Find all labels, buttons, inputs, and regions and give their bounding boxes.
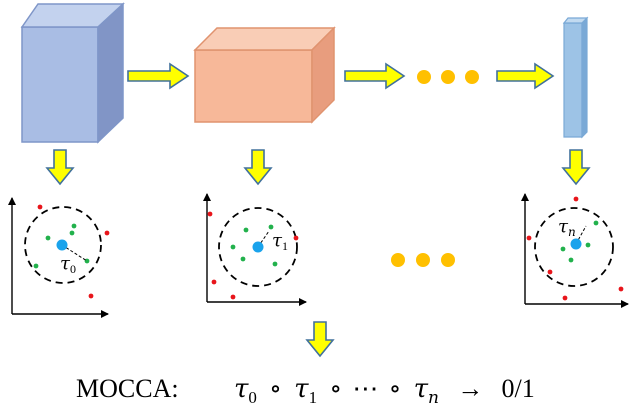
center-point [252,241,264,253]
arrow-right-icon [496,62,555,90]
radius-label-n: τn [558,216,576,239]
hypersphere-plot-0: τ0 [8,197,110,318]
formula-expression: τ0 ∘ τ1 ∘ ⋯ ∘ τn → 0/1 [234,374,535,409]
radius-line [257,230,270,248]
block-side-face [581,16,588,139]
mocca-formula: MOCCA: τ0 ∘ τ1 ∘ ⋯ ∘ τn → 0/1 [76,374,535,409]
hypersphere-boundary [218,207,298,287]
layer-block-input [20,2,125,144]
arrow-down-icon [561,149,591,186]
hypersphere-boundary [534,207,614,287]
ellipsis-dots-bottom [391,253,455,267]
center-point [570,238,582,250]
block-side-face [311,26,335,124]
center-point [56,239,68,251]
radius-line [575,225,587,245]
block-front-face [194,49,313,123]
arrow-right-icon [344,62,406,90]
hypersphere-plot-n: τn [521,193,629,308]
formula-name: MOCCA: [76,374,179,403]
block-top-face [193,27,336,51]
layer-block-output [562,16,589,139]
ellipsis-dots-top [417,70,479,84]
hypersphere-plot-1: τ1 [203,193,307,306]
block-front-face [563,22,583,138]
arrow-down-icon [45,149,75,186]
arrow-down-icon [305,321,335,358]
radius-label-0: τ0 [60,253,76,276]
radius-label-1: τ1 [272,230,288,253]
hypersphere-boundary [24,206,102,284]
layer-block-hidden [193,26,336,124]
block-front-face [21,26,99,143]
arrow-down-icon [243,149,273,186]
block-side-face [97,2,124,144]
arrow-right-icon [127,62,190,90]
